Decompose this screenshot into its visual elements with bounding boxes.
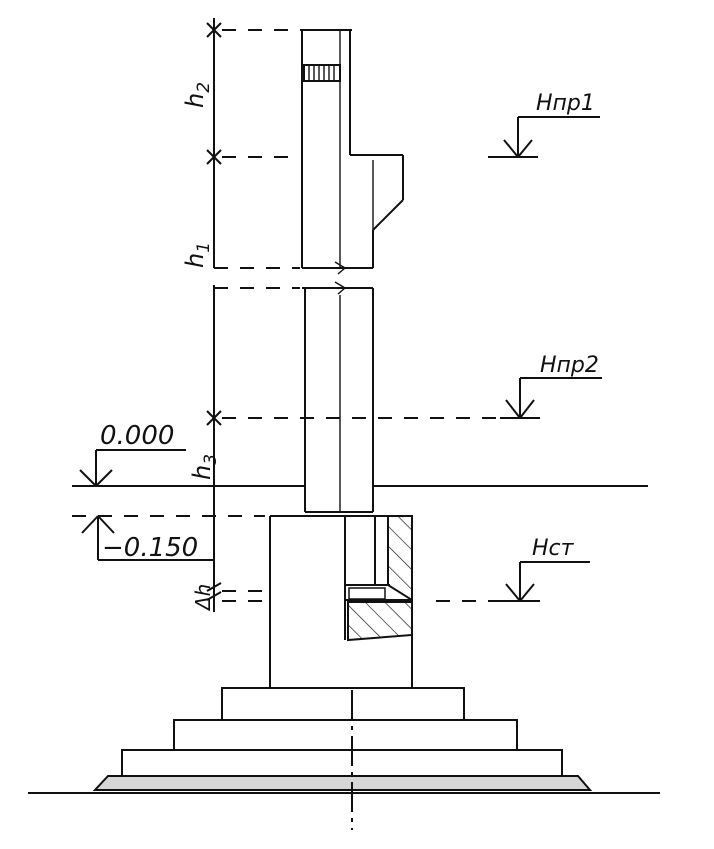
label-h1: h1 — [181, 242, 214, 268]
level-dash-lines — [72, 29, 500, 602]
concrete-section-hatch — [347, 515, 413, 642]
label-nst: Hст — [532, 536, 575, 561]
level-mark-nst — [500, 561, 590, 602]
gravel-bedding — [92, 775, 593, 791]
label-h3: h3 — [188, 454, 221, 480]
label-level-minus: −0.150 — [102, 533, 198, 563]
level-mark-npr1 — [488, 116, 600, 158]
label-npr1: Hпр1 — [536, 91, 595, 116]
label-level-zero: 0.000 — [100, 421, 174, 451]
dimension-line-left — [206, 18, 222, 612]
column-upper — [300, 29, 404, 275]
column-lower — [302, 281, 374, 513]
level-mark-zero — [79, 449, 186, 487]
level-mark-minus — [81, 515, 214, 561]
label-npr2: Hпр2 — [540, 353, 599, 378]
level-mark-npr2 — [500, 377, 602, 419]
foundation-steps — [28, 687, 660, 794]
label-h2: h2 — [181, 82, 214, 108]
embedded-plate — [303, 64, 341, 82]
label-dh: Δh — [191, 584, 215, 612]
foundation-socket — [269, 515, 413, 688]
